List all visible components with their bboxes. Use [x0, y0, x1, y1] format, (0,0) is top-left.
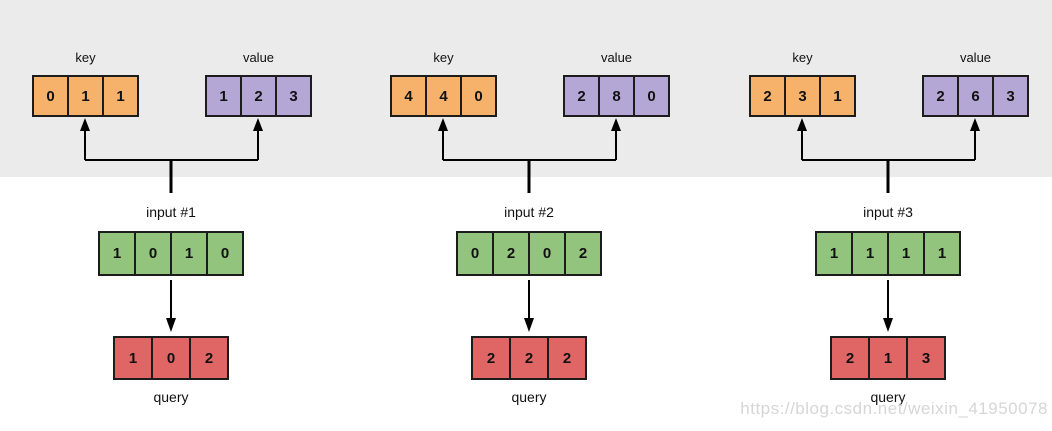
input-cell: 1	[887, 231, 925, 276]
key-array: 2 3 1	[749, 75, 856, 117]
query-cell: 2	[547, 336, 587, 380]
key-cell: 4	[425, 75, 462, 117]
key-cell: 1	[102, 75, 139, 117]
input-cell: 1	[815, 231, 853, 276]
key-cell: 0	[32, 75, 69, 117]
value-cell: 6	[957, 75, 994, 117]
value-cell: 8	[598, 75, 635, 117]
query-cell: 0	[151, 336, 191, 380]
value-cell: 2	[563, 75, 600, 117]
value-array: 2 6 3	[922, 75, 1029, 117]
query-array: 2 1 3	[830, 336, 946, 380]
key-cell: 4	[390, 75, 427, 117]
down-arrow	[524, 280, 534, 332]
query-cell: 2	[830, 336, 870, 380]
key-cell: 2	[749, 75, 786, 117]
value-label: value	[242, 50, 275, 65]
query-label: query	[511, 389, 547, 405]
query-cell: 2	[471, 336, 511, 380]
input-label: input #2	[504, 204, 554, 220]
value-cell: 1	[205, 75, 242, 117]
branch-arrows-to-key-value	[438, 118, 621, 193]
key-label: key	[75, 50, 96, 65]
input-cell: 2	[564, 231, 602, 276]
key-cell: 3	[784, 75, 821, 117]
query-cell: 1	[868, 336, 908, 380]
value-cell: 2	[922, 75, 959, 117]
attention-group-3: key value 2 3 1 2 6 3 input #3 1 1 1 1 2…	[717, 0, 1052, 431]
key-cell: 1	[67, 75, 104, 117]
attention-group-2: key value 4 4 0 2 8 0 input #2 0 2 0 2 2…	[358, 0, 708, 431]
value-label: value	[959, 50, 992, 65]
input-cell: 2	[492, 231, 530, 276]
query-cell: 3	[906, 336, 946, 380]
input-cell: 0	[456, 231, 494, 276]
value-array: 2 8 0	[563, 75, 670, 117]
query-array: 1 0 2	[113, 336, 229, 380]
branch-arrows-to-key-value	[797, 118, 980, 193]
query-cell: 2	[509, 336, 549, 380]
value-cell: 3	[992, 75, 1029, 117]
input-array: 1 0 1 0	[98, 231, 244, 276]
input-label: input #3	[863, 204, 913, 220]
input-cell: 1	[923, 231, 961, 276]
value-cell: 2	[240, 75, 277, 117]
input-array: 1 1 1 1	[815, 231, 961, 276]
input-cell: 0	[528, 231, 566, 276]
key-cell: 1	[819, 75, 856, 117]
input-cell: 1	[170, 231, 208, 276]
down-arrow	[166, 280, 176, 332]
query-cell: 2	[189, 336, 229, 380]
input-label: input #1	[146, 204, 196, 220]
query-cell: 1	[113, 336, 153, 380]
query-label: query	[153, 389, 189, 405]
key-cell: 0	[460, 75, 497, 117]
key-array: 0 1 1	[32, 75, 139, 117]
input-cell: 1	[851, 231, 889, 276]
input-array: 0 2 0 2	[456, 231, 602, 276]
key-array: 4 4 0	[390, 75, 497, 117]
input-cell: 0	[134, 231, 172, 276]
down-arrow	[883, 280, 893, 332]
query-label: query	[870, 389, 906, 405]
query-array: 2 2 2	[471, 336, 587, 380]
value-cell: 3	[275, 75, 312, 117]
input-cell: 1	[98, 231, 136, 276]
key-label: key	[792, 50, 813, 65]
value-array: 1 2 3	[205, 75, 312, 117]
csdn-watermark: https://blog.csdn.net/weixin_41950078	[740, 399, 1048, 418]
key-label: key	[433, 50, 454, 65]
branch-arrows-to-key-value	[80, 118, 263, 193]
input-cell: 0	[206, 231, 244, 276]
value-label: value	[600, 50, 633, 65]
header-background-band	[0, 0, 1052, 177]
value-cell: 0	[633, 75, 670, 117]
attention-group-1: key value 0 1 1 1 2 3 input #1 1 0 1 0 1…	[0, 0, 350, 431]
